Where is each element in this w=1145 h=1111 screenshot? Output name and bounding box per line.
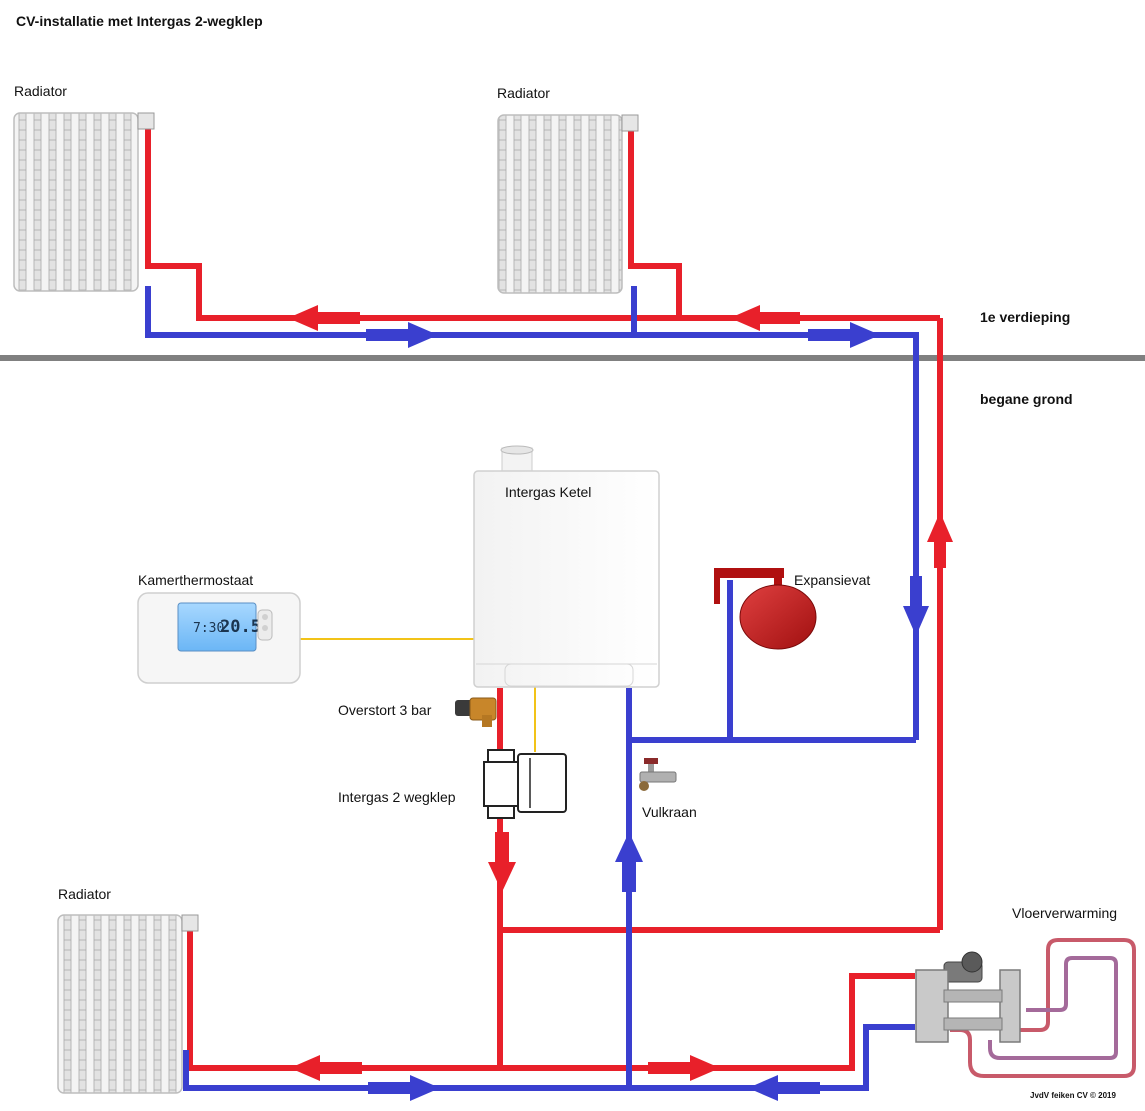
arrow-supply-up [927, 512, 953, 568]
diagram-title: CV-installatie met Intergas 2-wegklep [16, 13, 263, 29]
overflow-valve: Overstort 3 bar [338, 697, 497, 727]
fill-tap-label: Vulkraan [642, 804, 697, 820]
thermostat-temperature: 20.5 [220, 617, 261, 637]
floor-heating: Vloerverwarming [915, 905, 1136, 1078]
return-pipes [145, 286, 919, 1091]
arrow-ground-supply-left [290, 1055, 362, 1081]
radiator-3: Radiator [57, 886, 199, 1094]
arrow-return-right-1 [366, 322, 438, 348]
radiator-1-label: Radiator [14, 83, 67, 99]
thermostat-label: Kamerthermostaat [138, 572, 253, 588]
radiator-2-label: Radiator [497, 85, 550, 101]
control-wires [298, 638, 536, 752]
floor-label-ground: begane grond [980, 391, 1073, 407]
floor-heating-label: Vloerverwarming [1012, 905, 1117, 921]
floor-separator [0, 355, 1145, 361]
flow-arrows [288, 305, 953, 1101]
radiator-3-label: Radiator [58, 886, 111, 902]
room-thermostat: Kamerthermostaat 7:30 20.5 [137, 572, 301, 684]
two-way-valve: Intergas 2 wegklep [338, 749, 567, 819]
boiler: Intergas Ketel [473, 445, 660, 688]
expansion-vessel-label: Expansievat [794, 572, 870, 588]
overflow-valve-label: Overstort 3 bar [338, 702, 432, 718]
arrow-boiler-supply-down [488, 832, 516, 892]
floor-label-upper: 1e verdieping [980, 309, 1070, 325]
arrow-boiler-return-up [615, 832, 643, 892]
radiator-1: Radiator [13, 83, 155, 292]
arrow-supply-left-1 [288, 305, 360, 331]
credit: JvdV feiken CV © 2019 [1030, 1091, 1116, 1100]
two-way-valve-label: Intergas 2 wegklep [338, 789, 456, 805]
thermostat-time: 7:30 [193, 621, 224, 636]
arrow-ground-return-right [368, 1075, 440, 1101]
arrow-ground-return-left [748, 1075, 820, 1101]
boiler-label: Intergas Ketel [505, 484, 591, 500]
arrow-supply-left-2 [730, 305, 800, 331]
arrow-return-down [903, 576, 929, 636]
arrow-ground-supply-right [648, 1055, 720, 1081]
radiator-2: Radiator [497, 85, 639, 294]
arrow-return-right-2 [808, 322, 880, 348]
fill-tap: Vulkraan [639, 758, 697, 820]
expansion-vessel: Expansievat [714, 568, 870, 650]
